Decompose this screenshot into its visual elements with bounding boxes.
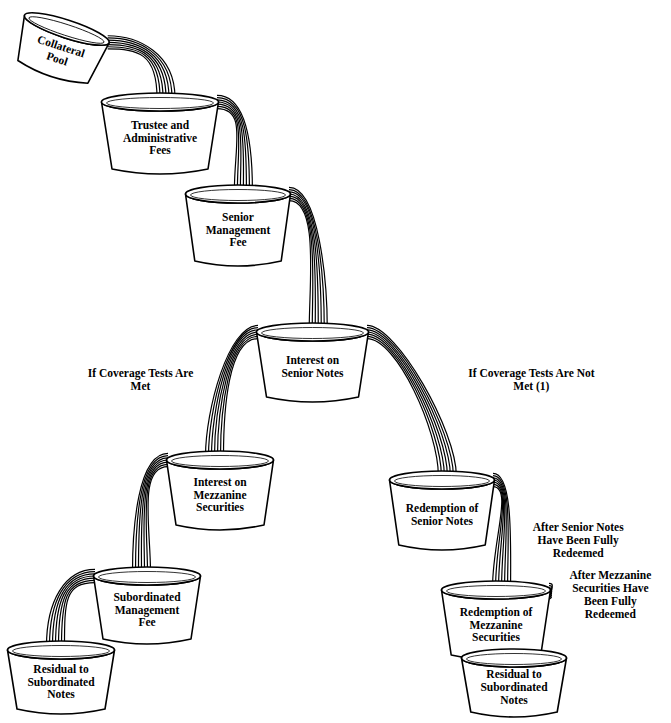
- stream-line: [493, 484, 503, 586]
- stream-line: [217, 102, 244, 190]
- stream-line: [367, 330, 450, 476]
- stream-line: [367, 328, 453, 476]
- stream-line: [217, 106, 239, 190]
- pour-stream: [206, 325, 259, 456]
- stream-line: [367, 334, 444, 476]
- stream-line: [493, 487, 502, 586]
- stream-line: [289, 187, 327, 328]
- stream-line: [217, 95, 252, 190]
- pour-stream: [108, 36, 175, 98]
- condition-label: If Coverage Tests Are Not Met (1): [464, 366, 598, 394]
- stream-line: [289, 201, 311, 328]
- pour-stream: [47, 569, 96, 646]
- pour-stream: [217, 95, 252, 190]
- stream-line: [108, 47, 160, 98]
- stream-line: [108, 45, 163, 98]
- stream-line: [217, 100, 246, 190]
- stream-line: [206, 325, 259, 456]
- stream-line: [493, 478, 506, 586]
- bucket: Trustee and Administrative Fees: [100, 92, 220, 178]
- bucket: Redemption of Senior Notes: [388, 470, 496, 554]
- bucket-label: Senior Management Fee: [201, 211, 275, 250]
- stream-line: [108, 40, 169, 98]
- bucket-label: Redemption of Mezzanine Securities: [457, 606, 535, 645]
- bucket: Senior Management Fee: [184, 184, 292, 270]
- stream-line: [224, 339, 259, 456]
- stream-line: [367, 336, 441, 476]
- stream-line: [144, 462, 168, 572]
- stream-line: [215, 332, 259, 456]
- stream-line: [221, 336, 259, 456]
- stream-line: [108, 36, 175, 98]
- stream-line: [493, 473, 511, 586]
- stream-line: [56, 576, 96, 646]
- stream-line: [217, 98, 249, 190]
- stream-line: [289, 190, 324, 328]
- bucket-label: Interest on Senior Notes: [273, 354, 352, 380]
- stream-line: [53, 574, 96, 646]
- stream-line: [108, 42, 166, 98]
- stream-line: [141, 460, 168, 572]
- stream-line: [289, 198, 313, 328]
- stream-line: [217, 109, 237, 190]
- stream-line: [493, 480, 505, 586]
- stream-line: [217, 104, 241, 190]
- bucket: Residual to Subordinated Notes: [460, 648, 568, 721]
- bucket: Subordinated Management Fee: [92, 566, 202, 648]
- pour-stream: [367, 325, 456, 476]
- stream-line: [148, 467, 168, 572]
- stream-line: [212, 330, 259, 456]
- stream-line: [138, 458, 168, 572]
- stream-line: [136, 456, 169, 572]
- bucket: Collateral Pool: [6, 5, 113, 94]
- pour-stream: [133, 453, 169, 572]
- stream-line: [367, 339, 438, 476]
- stream-line: [62, 580, 96, 646]
- pour-stream: [493, 473, 511, 586]
- condition-label: After Senior Notes Have Been Fully Redee…: [519, 520, 638, 561]
- bucket-label: Subordinated Management Fee: [109, 591, 185, 630]
- stream-line: [218, 334, 259, 456]
- stream-line: [65, 583, 96, 646]
- stream-line: [47, 569, 96, 646]
- bucket-label: Residual to Subordinated Notes: [477, 668, 551, 707]
- bucket-label: Residual to Subordinated Notes: [23, 663, 99, 702]
- condition-label: If Coverage Tests Are Met: [84, 366, 198, 394]
- stream-line: [289, 194, 318, 328]
- stream-line: [108, 49, 157, 98]
- bucket: Residual to Subordinated Notes: [6, 640, 116, 718]
- stream-line: [146, 464, 168, 572]
- bucket-label: Trustee and Administrative Fees: [118, 119, 202, 158]
- stream-line: [367, 332, 447, 476]
- condition-label: After Mezzanine Securities Have Been Ful…: [560, 568, 660, 622]
- bucket: Interest on Senior Notes: [255, 322, 370, 406]
- stream-line: [133, 453, 169, 572]
- stream-line: [209, 328, 259, 456]
- pour-stream: [289, 187, 327, 328]
- bucket: Interest on Mezzanine Securities: [165, 450, 275, 534]
- stream-line: [59, 578, 96, 646]
- stream-line: [493, 482, 504, 586]
- stream-line: [289, 192, 321, 328]
- stream-line: [50, 572, 96, 646]
- stream-line: [493, 476, 508, 586]
- bucket-label: Redemption of Senior Notes: [405, 502, 479, 528]
- bucket-label: Interest on Mezzanine Securities: [182, 476, 258, 515]
- stream-line: [367, 325, 456, 476]
- stream-line: [108, 38, 172, 98]
- stream-line: [289, 196, 315, 328]
